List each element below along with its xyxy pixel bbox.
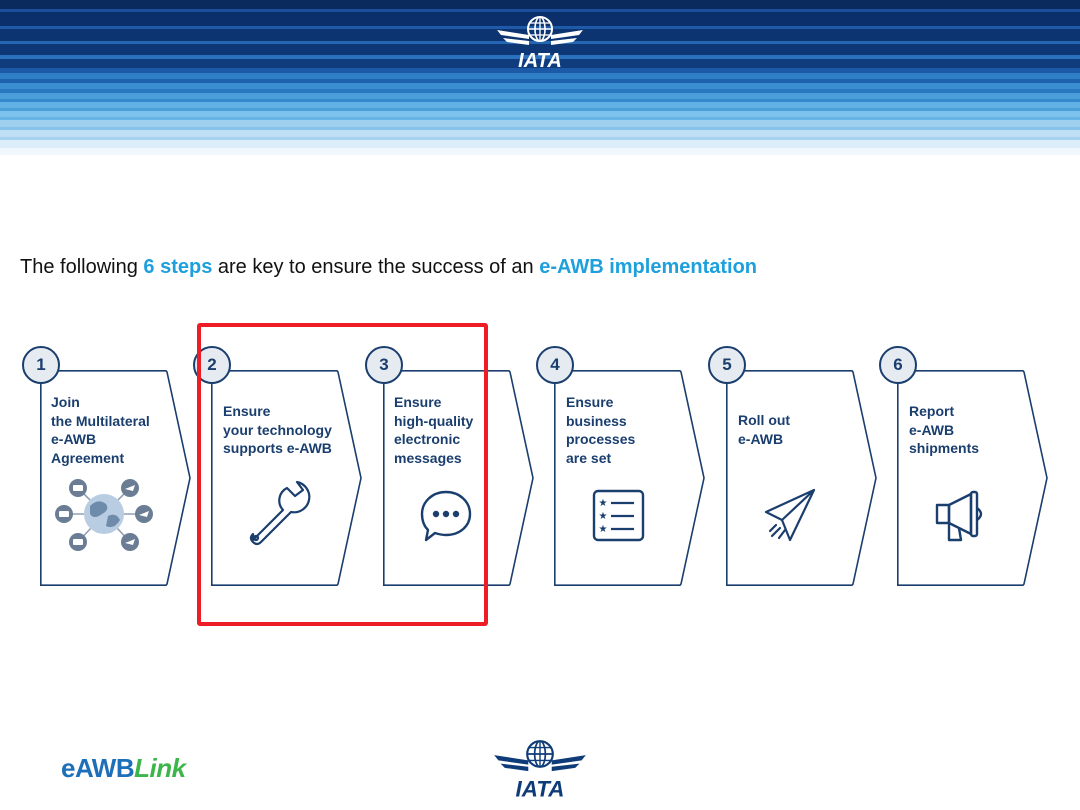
iata-logo: IATA	[497, 16, 583, 72]
step-4-title: Ensure business processes are set	[566, 394, 636, 466]
svg-text:★: ★	[599, 524, 608, 535]
step-6-number: 6	[879, 346, 917, 384]
step-1-title: Join the Multilateral e-AWB Agreement	[51, 394, 150, 466]
step-6-title: Report e-AWB shipments	[909, 403, 980, 456]
header-banner: IATA	[0, 0, 1080, 155]
checklist-icon: ★ ★ ★	[592, 489, 645, 542]
step-1-number: 1	[22, 346, 60, 384]
step-5-panel	[726, 370, 877, 586]
headline-part2: are key to ensure the success of an	[212, 256, 540, 278]
headline-part1: The following	[20, 256, 144, 278]
svg-text:★: ★	[599, 511, 608, 522]
svg-text:★: ★	[599, 498, 608, 509]
iata-logo-footer: IATA	[494, 740, 586, 802]
iata-wordmark-footer: IATA	[516, 777, 565, 802]
highlight-frame-steps-2-3	[197, 323, 488, 626]
step-4-panel	[554, 370, 705, 586]
step-3-panel	[383, 370, 534, 586]
wrench-icon	[249, 480, 311, 546]
globe-icon	[526, 740, 554, 768]
step-3-title: Ensure high-quality electronic messages	[394, 394, 474, 466]
step-5-title: Roll out e-AWB	[738, 412, 791, 447]
iata-wings-icon	[494, 755, 586, 772]
step-6-panel	[897, 370, 1048, 586]
headline-highlight-steps: 6 steps	[143, 256, 213, 278]
globe-network-icon	[55, 479, 153, 551]
iata-wings-icon	[497, 30, 583, 45]
headline-highlight-implementation: e-AWB implementation	[539, 256, 757, 278]
brand-accent: Link	[134, 753, 186, 783]
step-3-number: 3	[365, 346, 403, 384]
brand-main: eAWB	[61, 753, 135, 783]
globe-icon	[527, 16, 553, 42]
step-5-number: 5	[708, 346, 746, 384]
megaphone-icon	[935, 490, 983, 542]
step-1-panel	[40, 370, 191, 586]
eawblink-logo: eAWBLink	[61, 753, 186, 784]
step-2-panel	[211, 370, 362, 586]
chat-bubble-icon	[420, 490, 472, 542]
paper-plane-icon	[764, 488, 816, 542]
headline: The following 6 steps are key to ensure …	[20, 256, 757, 279]
step-2-title: Ensure your technology supports e-AWB	[223, 403, 332, 456]
step-4-number: 4	[536, 346, 574, 384]
iata-wordmark: IATA	[518, 50, 562, 72]
